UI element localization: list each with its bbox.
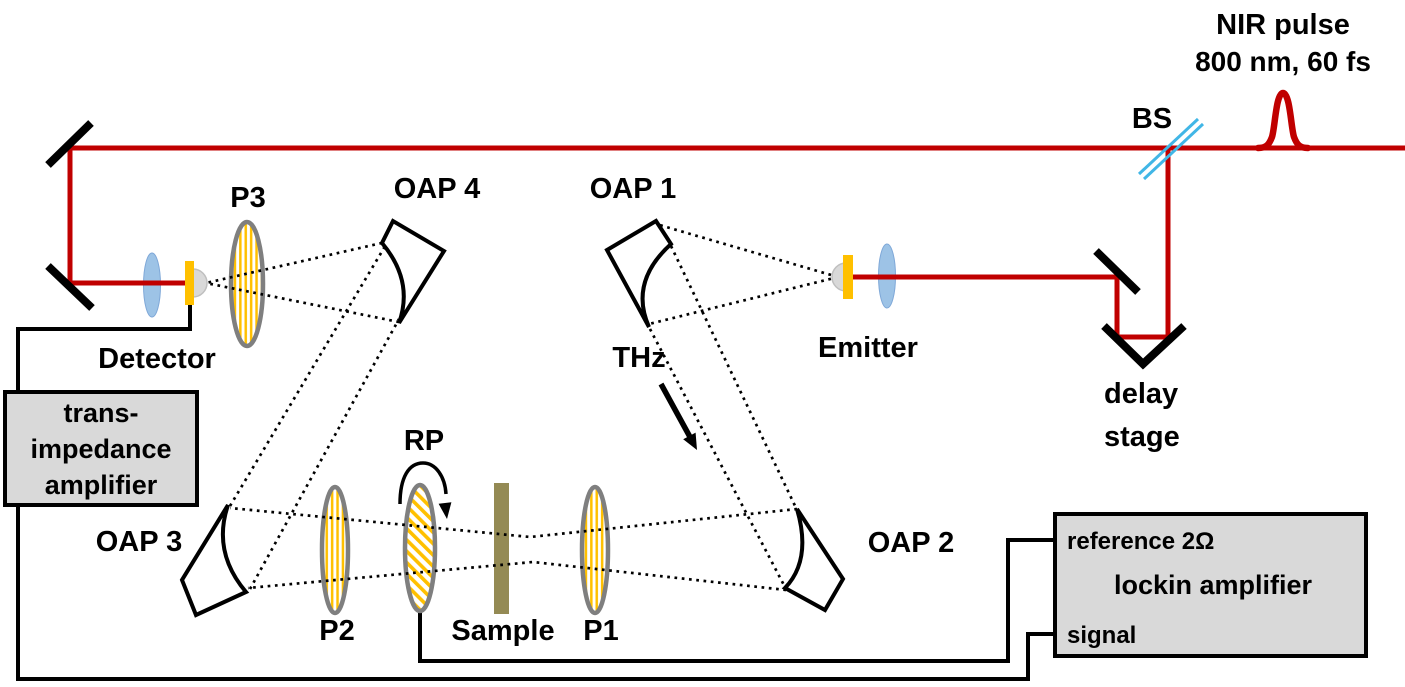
nir-specs-label: 800 nm, 60 fs [1195, 46, 1371, 77]
rp-rotation-arrow [398, 461, 452, 519]
transimpedance-amplifier-box: trans- impedance amplifier [3, 390, 199, 507]
thz-direction-arrow [658, 382, 697, 450]
lockin-signal-input-label: signal [1067, 622, 1137, 649]
oap2-label: OAP 2 [867, 527, 955, 559]
oap1-mirror [604, 218, 674, 328]
polarizer-p2 [319, 484, 351, 616]
emitter-chip [843, 255, 853, 299]
beamsplitter-plate-2 [1142, 122, 1205, 181]
transimpedance-label-line3: amplifier [44, 469, 158, 500]
thz-oap3-to-oap4-lower [248, 318, 401, 590]
sample-slab [494, 483, 509, 614]
detector-signal-wire [16, 303, 1053, 681]
lockin-amplifier-label: lockin amplifier [1113, 570, 1313, 600]
lockin-reference-input-label: reference 2Ω [1067, 528, 1215, 555]
thz-oap1-to-oap2-lower [648, 328, 789, 592]
thz-oap3-to-oap4-upper [228, 247, 386, 507]
fold-mirror-bottom-left [45, 263, 95, 311]
rp-rotation-arrow-head [438, 502, 452, 519]
thz-emitter-to-oap1-lower [648, 275, 839, 326]
oap3-label: OAP 3 [95, 526, 183, 558]
oap1-label: OAP 1 [589, 173, 677, 205]
rp-label: RP [403, 425, 445, 457]
detector-silicon-lens [192, 268, 208, 298]
beamsplitter-plate-1 [1137, 117, 1200, 176]
lockin-amplifier-box: reference 2Ω lockin amplifier signal [1053, 512, 1368, 658]
oap4-label: OAP 4 [393, 173, 481, 205]
thz-oap1-to-oap2-upper [669, 245, 799, 511]
thz-oap2-to-oap3-lower [247, 560, 787, 592]
thz-beam-dotted-paths [205, 222, 839, 592]
nir-pulse-waveform [1254, 89, 1312, 152]
thz-label: THz [612, 342, 666, 374]
nir-beam-path [67, 145, 1405, 340]
polarizer-p3 [228, 219, 266, 349]
oap2-mirror [781, 507, 846, 613]
thz-oap2-to-oap3-upper [229, 506, 798, 539]
rp-reference-wire [418, 538, 1053, 663]
thz-oap4-to-detector-upper [205, 241, 383, 285]
beamsplitter-icon [1137, 117, 1205, 181]
oap4-mirror [379, 218, 447, 325]
fold-mirror-delay [1093, 248, 1141, 295]
oap3-mirror [179, 503, 250, 618]
transimpedance-label-line1: trans- [63, 397, 139, 428]
delay-stage-label-line2: stage [1104, 421, 1180, 453]
polarizer-p1 [579, 484, 611, 616]
p3-label: P3 [230, 182, 266, 214]
rotating-polarizer-rp [402, 482, 438, 614]
rp-rotation-arc [398, 461, 448, 505]
transimpedance-label-line2: impedance [30, 433, 172, 464]
nir-pulse-label: NIR pulse [1216, 9, 1350, 41]
thz-arrow-head [683, 432, 697, 450]
beamsplitter-label: BS [1131, 103, 1173, 135]
p1-label: P1 [583, 615, 619, 647]
oap-mirrors [179, 218, 846, 618]
delay-stage-label: delay stage [1104, 373, 1180, 459]
fold-mirrors [45, 120, 1141, 311]
delay-stage-retroreflector [1101, 323, 1187, 370]
sample-label: Sample [451, 615, 555, 647]
thz-emitter-to-oap1-upper [655, 222, 839, 279]
fold-mirror-top-left [45, 120, 94, 168]
delay-stage-label-line1: delay [1104, 378, 1179, 410]
thz-arrow-shaft [658, 382, 693, 439]
p2-label: P2 [319, 615, 355, 647]
emitter-label: Emitter [818, 332, 918, 364]
detector-chip [185, 261, 194, 305]
detector-label: Detector [98, 343, 216, 375]
